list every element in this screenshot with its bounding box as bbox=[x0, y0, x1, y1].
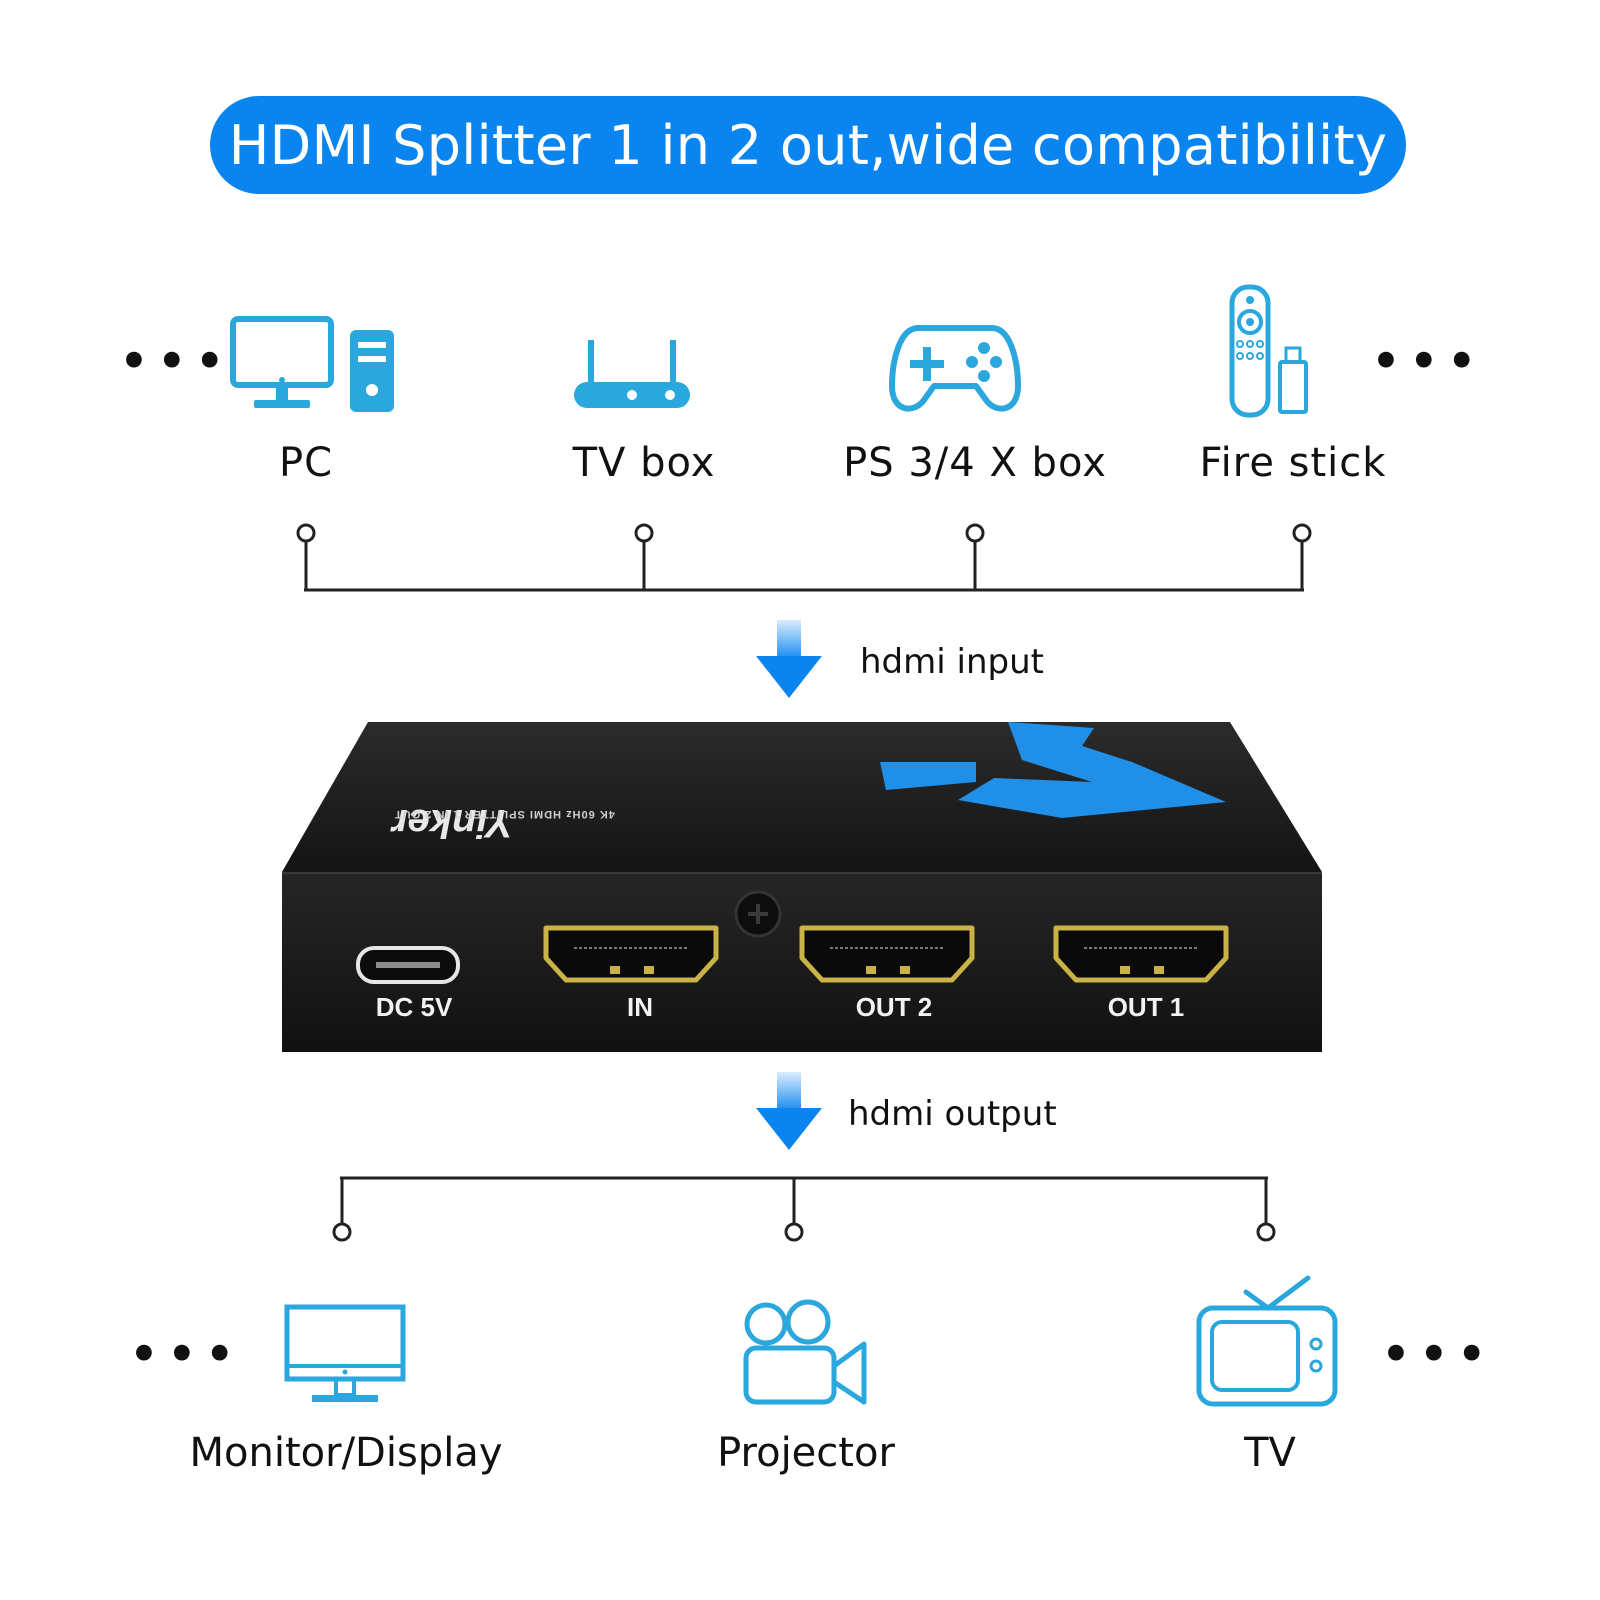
more-outputs-right: ••• bbox=[1380, 1323, 1494, 1386]
port-label-in: IN bbox=[627, 992, 653, 1022]
port-label-out1: OUT 1 bbox=[1107, 992, 1185, 1022]
output-label-tv: TV bbox=[1244, 1430, 1296, 1476]
router-icon bbox=[572, 336, 692, 412]
input-flow-label: hdmi input bbox=[860, 642, 1044, 682]
output-label-projector: Projector bbox=[717, 1430, 895, 1476]
input-label-pc: PC bbox=[278, 440, 334, 486]
gamepad-icon bbox=[888, 320, 1022, 416]
input-label-fire-stick: Fire stick bbox=[1199, 440, 1387, 486]
projector-icon bbox=[742, 1298, 868, 1408]
banner-title: HDMI Splitter 1 in 2 out,wide compatibil… bbox=[228, 113, 1388, 177]
input-arrow-icon bbox=[756, 620, 822, 700]
output-flow-label: hdmi output bbox=[848, 1094, 1057, 1134]
port-label-out2: OUT 2 bbox=[855, 992, 933, 1022]
input-label-console: PS 3/4 X box bbox=[843, 440, 1107, 486]
port-label-dc: DC 5V bbox=[375, 992, 453, 1022]
more-outputs-left: ••• bbox=[128, 1323, 242, 1386]
more-inputs-right: ••• bbox=[1370, 330, 1484, 393]
hdmi-splitter-device bbox=[282, 722, 1322, 1052]
brand-logo-text: Yinker bbox=[392, 801, 513, 845]
tv-icon bbox=[1196, 1274, 1338, 1408]
fire-stick-icon bbox=[1228, 284, 1312, 418]
input-label-tv-box: TV box bbox=[572, 440, 716, 486]
more-inputs-left: ••• bbox=[118, 330, 232, 393]
monitor-icon bbox=[284, 1304, 406, 1406]
pc-icon bbox=[230, 316, 400, 416]
model-text: 4K 60Hz HDMI SPLITTER 1 IN 2 OUT bbox=[394, 808, 615, 820]
output-arrow-icon bbox=[756, 1072, 822, 1152]
title-banner: HDMI Splitter 1 in 2 out,wide compatibil… bbox=[210, 96, 1406, 194]
output-label-monitor: Monitor/Display bbox=[189, 1430, 503, 1476]
